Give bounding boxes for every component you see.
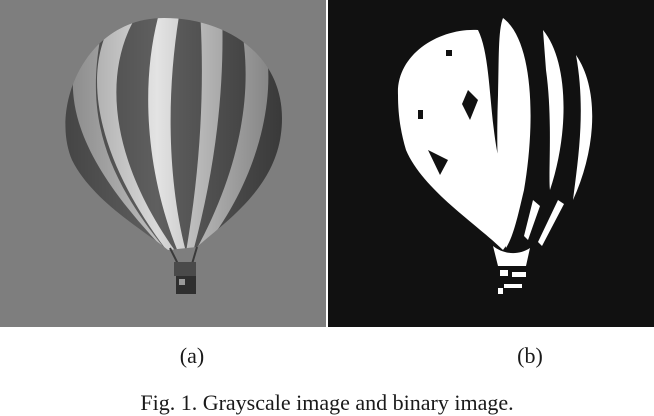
binary-image — [328, 0, 654, 327]
grayscale-image — [0, 0, 326, 327]
panel-a-label: (a) — [179, 343, 205, 368]
panel-b-label: (b) — [517, 343, 543, 368]
figure-caption: Fig. 1. Grayscale image and binary image… — [140, 390, 514, 415]
